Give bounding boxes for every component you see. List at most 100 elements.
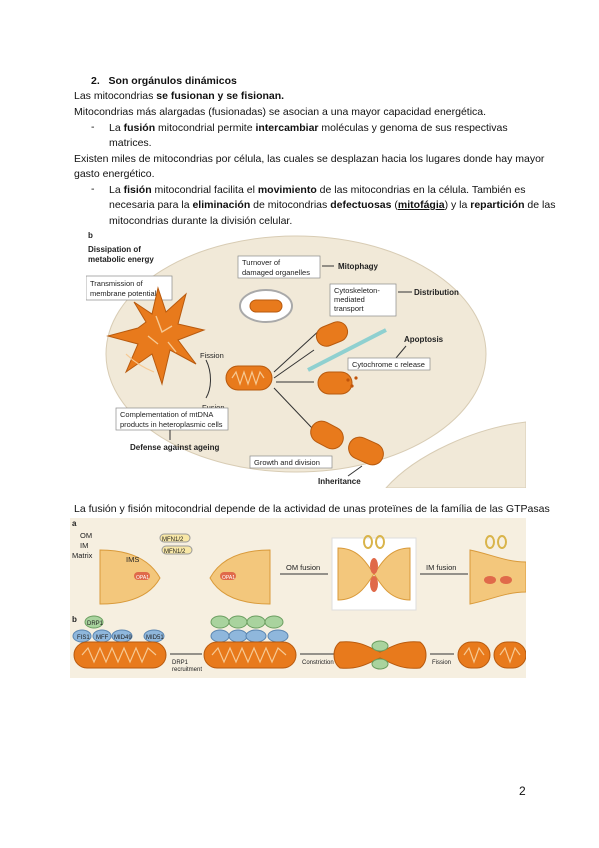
apoptosis-label: Apoptosis bbox=[404, 335, 444, 344]
text-run-bold: movimiento bbox=[257, 184, 317, 196]
fis1-label-1: FIS1 bbox=[77, 635, 90, 641]
text-run: ) y la bbox=[444, 199, 471, 211]
text-run-bold: repartición bbox=[470, 199, 525, 211]
mitochondrial-network bbox=[106, 286, 206, 386]
drp1-recruitment-label-1: DRP1 bbox=[172, 660, 189, 666]
opa1-right bbox=[220, 572, 236, 580]
mito-right-a bbox=[209, 549, 271, 605]
arrow-to-transport bbox=[273, 349, 315, 379]
mito-b-2 bbox=[203, 641, 297, 669]
turnover-box bbox=[237, 255, 321, 279]
text-run-bold: se fusionan y se fisionan. bbox=[156, 90, 285, 102]
page-number: 2 bbox=[519, 784, 526, 798]
mito-b-2-cristae bbox=[211, 646, 287, 664]
fission-label: Fission bbox=[200, 351, 224, 360]
mff-label-1: MFF bbox=[96, 635, 109, 641]
complementation-box bbox=[115, 407, 229, 431]
fission-adaptors-1: DRP1 FIS1 MFF MID49 MID51 bbox=[72, 615, 165, 643]
mid49-label-1: MID49 bbox=[114, 635, 132, 641]
text-run: moléculas y genoma de sus respectivas bbox=[318, 122, 508, 134]
mito-b-1-cristae bbox=[81, 646, 157, 664]
paragraph-line: Existen miles de mitocondrias por célula… bbox=[74, 153, 545, 165]
text-run: La bbox=[109, 184, 124, 196]
cytochrome-box bbox=[347, 357, 431, 371]
drp1-label-1: DRP1 bbox=[87, 621, 104, 627]
opa1-im-1 bbox=[484, 576, 496, 584]
mfn-2 bbox=[161, 545, 193, 555]
ims-label: IMS bbox=[126, 555, 139, 564]
mfn-2-label: MFN1/2 bbox=[164, 549, 186, 555]
panel-b-label: b bbox=[72, 615, 77, 624]
daughter-mito-1 bbox=[457, 641, 491, 669]
daughter-mito-2 bbox=[493, 641, 526, 669]
mfn-1 bbox=[159, 533, 191, 543]
paragraph-line: Las mitocondrias se fusionan y se fision… bbox=[74, 89, 284, 104]
text-run-bold: intercambiar bbox=[255, 122, 319, 134]
microtubule bbox=[307, 328, 387, 372]
mfn-ring-im-1 bbox=[485, 535, 495, 549]
growth-box bbox=[249, 455, 333, 469]
im-fused-mito bbox=[469, 549, 526, 605]
im-fusion-label: IM fusion bbox=[426, 563, 456, 572]
cytoskeleton-label-1: Cytoskeleton- bbox=[334, 286, 380, 295]
transmission-label-1: Transmission of bbox=[90, 279, 144, 288]
text-run: de las mitocondrias en la célula. Tambié… bbox=[316, 184, 526, 196]
bullet-line: La fisión mitocondrial facilita el movim… bbox=[109, 183, 526, 198]
arrow-to-turnover bbox=[273, 327, 323, 373]
fusion-fission-gtpase-figure: a OM IM Matrix IMS OPA1 OPA1 MFN1/2 MFN1… bbox=[70, 518, 526, 678]
mitochondrial-dynamics-figure: b Dissipation of metabolic energy Transm… bbox=[86, 232, 526, 488]
text-run: La bbox=[109, 122, 124, 134]
distribution-label: Distribution bbox=[414, 288, 459, 297]
cytochrome-release-mitochondrion bbox=[317, 371, 358, 395]
opa1-left bbox=[134, 572, 150, 580]
text-run-bold: eliminación bbox=[192, 199, 251, 211]
constricting-mito bbox=[333, 641, 427, 669]
daughter-mito-2-cristae bbox=[499, 646, 521, 664]
daughter-cell bbox=[385, 421, 526, 488]
panel-a-label: a bbox=[72, 519, 77, 528]
mito-left-a bbox=[99, 549, 161, 605]
matrix-label: Matrix bbox=[72, 551, 93, 560]
fusion-label: Fusion bbox=[202, 403, 225, 412]
figure-caption: La fusión y fisión mitocondrial depende … bbox=[74, 503, 550, 515]
fission-adaptors-2 bbox=[210, 615, 289, 643]
mfn-ring-left bbox=[363, 535, 373, 549]
bullet-mark: - bbox=[91, 121, 95, 133]
defense-label: Defense against ageing bbox=[130, 443, 219, 452]
dissipation-label-1: Dissipation of bbox=[88, 245, 141, 254]
cytoskeleton-label-3: transport bbox=[334, 304, 365, 313]
paragraph-line: Mitocondrias más alargadas (fusionadas) … bbox=[74, 106, 487, 118]
text-run-bold: defectuosas bbox=[330, 199, 392, 211]
autophagosome bbox=[239, 289, 293, 323]
text-run: mitocondrial permite bbox=[155, 122, 256, 134]
arrow-inheritance bbox=[347, 465, 363, 477]
arrow-to-growth bbox=[273, 387, 313, 429]
opa1-right-label: OPA1 bbox=[222, 575, 235, 581]
dividing-mitochondrion-2 bbox=[348, 436, 384, 466]
section-heading: 2. Son orgánulos dinámicos bbox=[91, 74, 237, 89]
drp1-ring-top bbox=[371, 640, 389, 652]
mfn-ring-right bbox=[375, 535, 385, 549]
bullet-line: mitocondrias durante la división celular… bbox=[109, 215, 293, 227]
mfn-ring-im-2 bbox=[497, 535, 507, 549]
drp1-recruitment-label-2: recruitment bbox=[172, 667, 202, 673]
bullet-line: La fusión mitocondrial permite intercamb… bbox=[109, 121, 508, 136]
dissipation-label-2: metabolic energy bbox=[88, 255, 154, 264]
drp1-ring-bottom bbox=[371, 658, 389, 670]
mitophagy-label: Mitophagy bbox=[338, 262, 379, 271]
transmission-label-2: membrane potential bbox=[90, 289, 157, 298]
turnover-label-1: Turnover of bbox=[242, 258, 281, 267]
cytoskeleton-box bbox=[329, 283, 397, 317]
dividing-mitochondrion-1 bbox=[310, 420, 344, 450]
arrow-apoptosis bbox=[395, 345, 407, 359]
im-label: IM bbox=[80, 541, 88, 550]
opa1-fused-top bbox=[370, 558, 378, 574]
text-run: de las bbox=[524, 199, 556, 211]
daughter-mito-1-cristae bbox=[463, 646, 485, 664]
bullet-mark: - bbox=[91, 183, 95, 195]
bullet-line: matrices. bbox=[109, 137, 152, 149]
cytochrome-label: Cytochrome c release bbox=[352, 360, 425, 369]
turnover-label-2: damaged organelles bbox=[242, 268, 310, 277]
fission-b-label: Fission bbox=[432, 660, 451, 666]
